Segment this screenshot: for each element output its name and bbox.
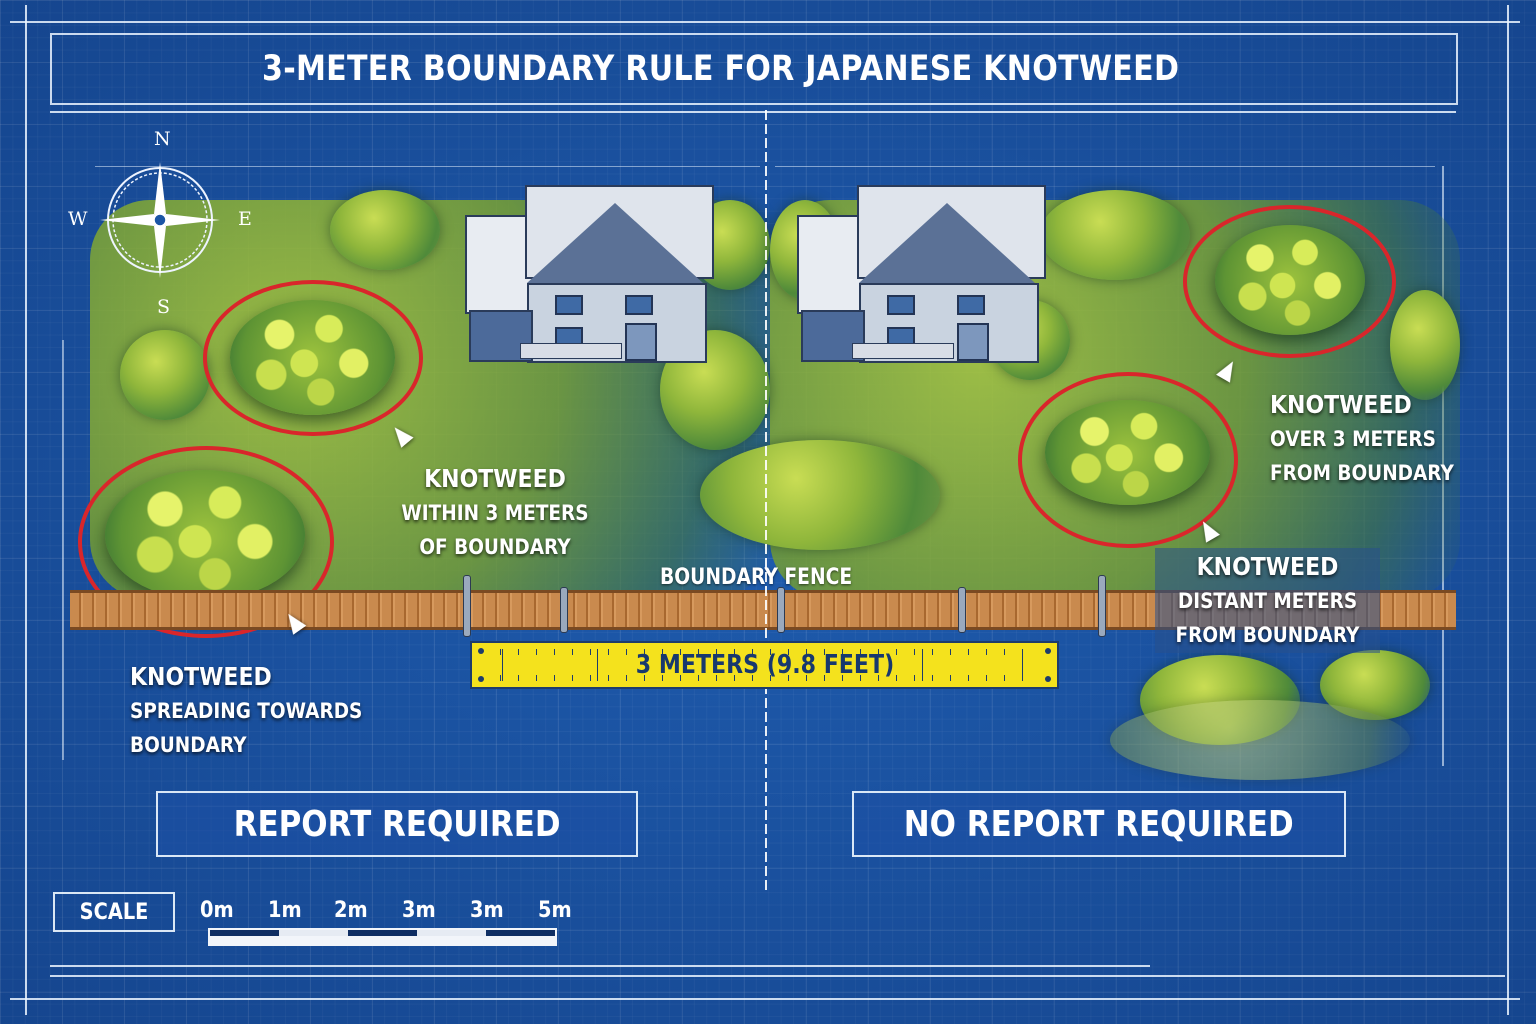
scale-tick: 0m	[200, 898, 234, 923]
tree	[700, 440, 940, 550]
callout-spreading: KNOTWEED SPREADING TOWARDS BOUNDARY	[130, 662, 363, 757]
callout-over-3m: KNOTWEED OVER 3 METERS FROM BOUNDARY	[1270, 390, 1454, 485]
fence-post	[463, 575, 471, 637]
tree	[1110, 700, 1410, 780]
tree	[120, 330, 210, 420]
fence-post	[1098, 575, 1106, 637]
fence-post	[777, 587, 785, 633]
footer-line-1	[50, 965, 1150, 967]
scale-tick: 2m	[334, 898, 368, 923]
scale-tick: 5m	[538, 898, 572, 923]
compass-south: S	[157, 296, 171, 318]
callout-distant: KNOTWEED DISTANT METERS FROM BOUNDARY	[1175, 552, 1360, 647]
scale-label-box: SCALE	[53, 892, 175, 932]
frame-line-bottom	[10, 998, 1520, 1000]
house-right	[797, 185, 1047, 365]
frame-line-left	[25, 5, 27, 1015]
left-panel-edge	[62, 340, 64, 760]
title-banner: 3-METER BOUNDARY RULE FOR JAPANESE KNOTW…	[50, 33, 1458, 105]
footer-line-2	[50, 975, 1505, 977]
fence-post	[958, 587, 966, 633]
highlight-circle	[1183, 205, 1396, 358]
scale-tick: 1m	[268, 898, 302, 923]
left-panel-top	[95, 166, 760, 167]
status-no-report-required: NO REPORT REQUIRED	[852, 791, 1346, 857]
house-left	[465, 185, 715, 365]
frame-line-right	[1507, 5, 1509, 1015]
tree	[1040, 190, 1190, 280]
title-underline	[50, 111, 1456, 113]
callout-within-3m: KNOTWEED WITHIN 3 METERS OF BOUNDARY	[401, 464, 589, 559]
tree	[1390, 290, 1460, 400]
fence-post	[560, 587, 568, 633]
compass-west: W	[68, 208, 88, 230]
scale-bar	[208, 928, 557, 946]
highlight-circle	[203, 280, 423, 436]
frame-line-top	[10, 21, 1520, 23]
highlight-circle	[1018, 372, 1238, 548]
measurement-ruler: 3 METERS (9.8 FEET)	[470, 641, 1059, 689]
highlight-circle	[78, 446, 334, 638]
scale-tick: 3m	[402, 898, 436, 923]
compass-north: N	[154, 128, 171, 150]
center-divider	[765, 110, 767, 890]
scale-tick: 3m	[470, 898, 504, 923]
scale-label: SCALE	[79, 899, 149, 925]
right-panel-top	[775, 166, 1435, 167]
status-label: REPORT REQUIRED	[233, 803, 561, 845]
status-report-required: REPORT REQUIRED	[156, 791, 638, 857]
tree	[330, 190, 440, 270]
compass-east: E	[238, 208, 252, 230]
status-label: NO REPORT REQUIRED	[903, 803, 1295, 845]
boundary-fence-label: BOUNDARY FENCE	[660, 565, 853, 590]
compass-rose-icon	[100, 160, 220, 280]
callout-backdrop	[1155, 548, 1380, 653]
ruler-label: 3 METERS (9.8 FEET)	[635, 650, 894, 680]
page-title: 3-METER BOUNDARY RULE FOR JAPANESE KNOTW…	[262, 49, 1180, 89]
